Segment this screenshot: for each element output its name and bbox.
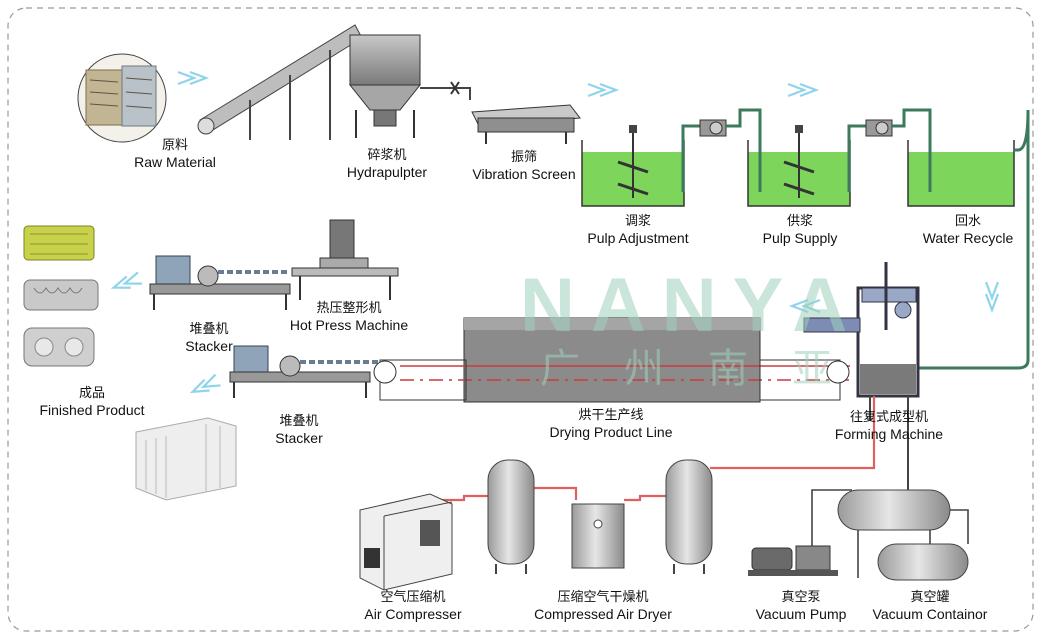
vibration-screen-machine xyxy=(471,104,581,144)
finished-product-stack xyxy=(135,417,237,501)
watermark-en: NANYA xyxy=(520,263,864,348)
water-recycle-tank xyxy=(907,140,1015,207)
flow-arrow xyxy=(786,82,818,98)
pulp-supply-tank xyxy=(747,125,851,207)
egg-tray-products xyxy=(23,225,99,367)
hot-press-machine xyxy=(291,219,399,300)
raw-material-image xyxy=(77,53,167,143)
air-pipe xyxy=(624,494,666,502)
stacker-bottom-machine xyxy=(229,345,380,398)
air-dryer-machine xyxy=(571,503,625,569)
air-receiver-tank-left xyxy=(487,459,535,574)
flow-arrow xyxy=(188,373,222,399)
dashed-border xyxy=(7,7,1034,632)
hydrapulper-machine xyxy=(348,34,471,138)
flow-arrow xyxy=(984,280,1000,312)
forming-machine xyxy=(803,262,920,500)
vacuum-container-tanks xyxy=(837,489,969,581)
flow-arrow xyxy=(110,271,144,295)
air-pipe xyxy=(534,486,578,500)
watermark-zh: 广州南亚 xyxy=(540,346,876,392)
air-receiver-tank-right xyxy=(665,459,713,574)
flow-arrow xyxy=(176,70,208,86)
flow-arrow xyxy=(586,82,618,98)
drying-line-oven xyxy=(373,317,850,403)
incline-conveyor xyxy=(197,24,363,140)
pulp-adjustment-tank xyxy=(581,125,685,207)
air-compressor-machine xyxy=(359,493,453,591)
vacuum-pump-machine xyxy=(748,489,852,576)
air-pipe xyxy=(440,494,488,502)
stacker-top-machine xyxy=(149,255,291,310)
transfer-pumps xyxy=(681,108,1030,370)
air-pipe xyxy=(710,396,876,470)
